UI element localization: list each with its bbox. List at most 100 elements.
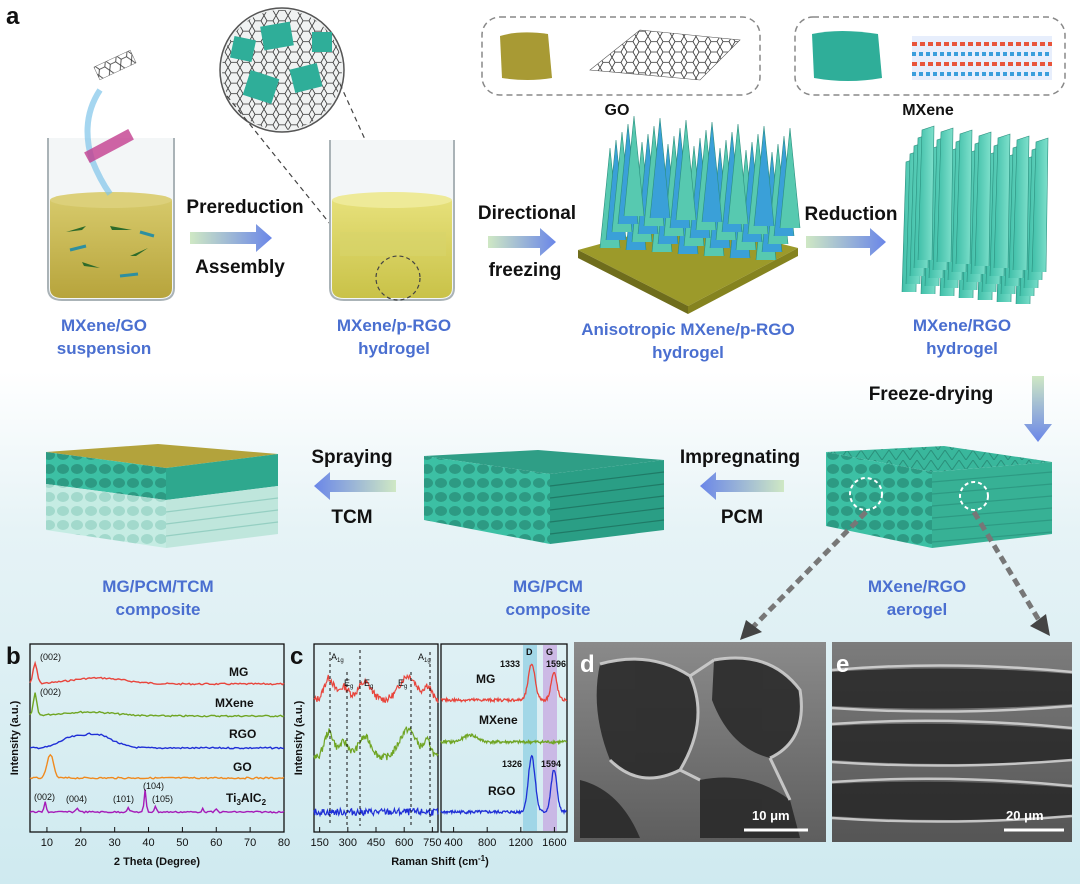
caption-s3-line2: hydrogel [652, 343, 724, 362]
hydrogel-fin [675, 119, 697, 221]
step-directional: Directional [478, 203, 576, 224]
xrd-curve-go [29, 753, 285, 780]
raman-band-label-g: G [546, 647, 553, 657]
raman-right-xtick-label: 800 [478, 837, 496, 849]
step-prereduction: Prereduction [186, 197, 303, 218]
caption-s6-line1: MG/PCM [513, 577, 583, 596]
xrd-curve-mxene [29, 692, 285, 718]
hydrogel-fin [623, 115, 645, 217]
pointer-to-sem-d [750, 510, 868, 630]
mg-pcm-tcm-composite-block [46, 444, 279, 548]
mg-pcm-composite-block [424, 450, 665, 544]
step-freezing: freezing [489, 260, 562, 281]
aerogel-block [826, 446, 1053, 548]
panel-d-letter: d [580, 651, 595, 678]
caption-s1-line1: MXene/GO [61, 316, 147, 335]
beaker-mxene-go-suspension [47, 49, 175, 301]
sem-d-scalebar-label: 10 μm [752, 808, 790, 823]
xrd-peak-label-ti-104: (104) [143, 781, 164, 791]
aerogel-zoom-circle-2 [959, 481, 989, 511]
xrd-curve-mg [29, 660, 285, 686]
xrd-xtick-label: 80 [278, 837, 290, 849]
raman-right-frame [440, 643, 568, 833]
raman-left-xtick-label: 300 [339, 837, 357, 849]
raman-series-label-mxene: MXene [479, 713, 518, 727]
xrd-series-label-ti3alc2: Ti3AlC2 [226, 791, 267, 807]
raman-left-curve-mg [313, 673, 439, 704]
legend-mxene-box [794, 16, 1066, 96]
rgo-hydrogel-illustration [901, 125, 1049, 305]
pointer-head-d [740, 620, 762, 640]
step-tcm: TCM [331, 507, 372, 528]
raman-left-curve-mxene [313, 726, 439, 761]
xrd-peak-label-mg-002: (002) [40, 652, 61, 662]
panel-a-letter: a [6, 3, 20, 30]
panel-b-letter: b [6, 643, 21, 670]
arrow-spraying [314, 472, 396, 500]
xrd-peak-label-ti-101: (101) [113, 794, 134, 804]
raman-right-xtick-label: 1200 [509, 837, 533, 849]
step-assembly: Assembly [195, 257, 285, 278]
legend-mxene-label: MXene [902, 102, 954, 119]
raman-right-curve-mxene [440, 732, 568, 746]
caption-s6-line2: composite [505, 600, 590, 619]
rgo-hydrogel-sheet [1031, 137, 1049, 273]
arrow-directional-freezing [488, 228, 556, 256]
xrd-series-label-rgo: RGO [229, 727, 256, 741]
hydrogel-fin [727, 123, 749, 225]
raman-series-label-mg: MG [476, 672, 495, 686]
legend-go-box [481, 16, 761, 96]
xrd-xtick-label: 10 [41, 837, 53, 849]
caption-s5-line1: MXene/RGO [868, 577, 966, 596]
xrd-peak-label-ti-004: (004) [66, 794, 87, 804]
arrow-impregnating [700, 472, 784, 500]
hydrogel-fin [753, 125, 775, 227]
caption-s7-line1: MG/PCM/TCM [102, 577, 213, 596]
raman-right-xtick-label: 400 [444, 837, 462, 849]
raman-right-curve-mg [440, 663, 568, 704]
raman-peak-mg-d: 1333 [500, 659, 520, 669]
beaker-mxene-prgo-hydrogel [329, 140, 455, 301]
hydrogel-fin [649, 117, 671, 219]
xrd-peak-label-ti-105: (105) [152, 794, 173, 804]
raman-left-xtick-label: 450 [367, 837, 385, 849]
xrd-curve-ti3alc2 [29, 789, 285, 814]
raman-left-curve-rgo [313, 806, 439, 818]
raman-peak-rgo-g: 1594 [541, 759, 561, 769]
xrd-curve-rgo [30, 732, 285, 750]
xrd-series-label-go: GO [233, 760, 252, 774]
raman-ylabel: Intensity (a.u.) [293, 700, 305, 775]
mxene-flake-illustration [812, 31, 882, 81]
raman-mode-eg-2: Eg [364, 678, 373, 690]
xrd-series-label-mxene: MXene [215, 696, 254, 710]
xrd-xtick-label: 70 [244, 837, 256, 849]
step-spraying: Spraying [311, 447, 392, 468]
raman-mode-eg-3: Eg [398, 678, 407, 690]
arrow-reduction [806, 228, 886, 256]
hydrogel-fin [779, 127, 801, 229]
caption-s4-line1: MXene/RGO [913, 316, 1011, 335]
anisotropic-hydrogel-illustration [578, 115, 801, 314]
arrow-prereduction [190, 224, 272, 252]
raman-peak-mg-g: 1596 [546, 659, 566, 669]
caption-s3-line1: Anisotropic MXene/p-RGO [581, 320, 794, 339]
rgo-hydrogel-sheet [955, 129, 973, 265]
xrd-xtick-label: 40 [142, 837, 154, 849]
pointer-to-sem-e [971, 510, 1043, 624]
arrow-freeze-drying [1024, 376, 1052, 442]
raman-peak-rgo-d: 1326 [502, 759, 522, 769]
raman-series-label-rgo: RGO [488, 784, 515, 798]
step-reduction: Reduction [805, 204, 898, 225]
raman-left-xtick-label: 150 [310, 837, 328, 849]
zoom-circle-graphene-mxene [219, 7, 345, 133]
sem-image-d [574, 642, 826, 842]
raman-right-xtick-label: 1600 [542, 837, 566, 849]
xrd-xlabel: 2 Theta (Degree) [114, 856, 201, 868]
xrd-series-label-mg: MG [229, 665, 248, 679]
caption-s2-line2: hydrogel [358, 339, 430, 358]
aerogel-zoom-circle-1 [849, 477, 883, 511]
